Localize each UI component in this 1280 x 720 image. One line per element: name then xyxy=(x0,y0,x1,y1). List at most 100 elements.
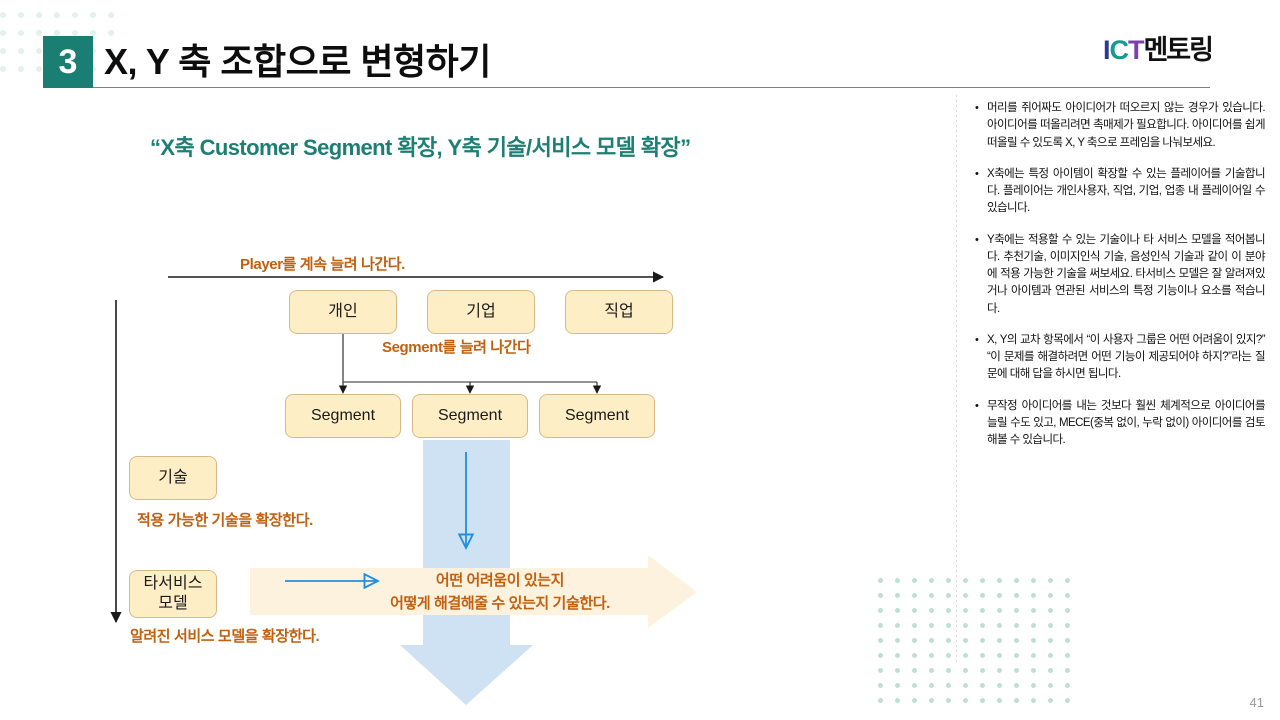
y-box-technology-label: 기술 xyxy=(158,469,188,486)
decorative-dot xyxy=(1065,653,1070,658)
logo-letter-c: C xyxy=(1109,35,1128,65)
y-box-other-service-model[interactable]: 타서비스 모델 xyxy=(129,570,217,618)
page-title: X, Y 축 조합으로 변형하기 xyxy=(104,41,491,82)
decorative-dot xyxy=(997,638,1002,643)
decorative-dot xyxy=(980,623,985,628)
decorative-dot xyxy=(1014,623,1019,628)
decorative-dot xyxy=(980,638,985,643)
decorative-dot xyxy=(1048,593,1053,598)
decorative-dot xyxy=(963,698,968,703)
decorative-dot xyxy=(997,668,1002,673)
player-box-2[interactable]: 기업 xyxy=(427,290,535,334)
player-box-3[interactable]: 직업 xyxy=(565,290,673,334)
decorative-dot xyxy=(1031,608,1036,613)
header-divider-rule xyxy=(93,87,1210,88)
note-item: Y축에는 적용할 수 있는 기술이나 타 서비스 모델을 적어봅니다. 추천기술… xyxy=(975,232,1266,318)
decorative-dot xyxy=(1014,608,1019,613)
logo-letter-i: I xyxy=(1102,35,1110,65)
decorative-dot xyxy=(997,698,1002,703)
decorative-dot xyxy=(997,653,1002,658)
page-number: 41 xyxy=(1249,695,1264,710)
decorative-dot xyxy=(1031,578,1036,583)
decorative-dot xyxy=(1065,578,1070,583)
decorative-dot xyxy=(1031,683,1036,688)
decorative-dot xyxy=(963,608,968,613)
decorative-dot xyxy=(1048,683,1053,688)
decorative-dot xyxy=(1048,668,1053,673)
decorative-dot xyxy=(963,668,968,673)
cross-caption-line-2: 어떻게 해결해줄 수 있는지 기술한다. xyxy=(390,594,610,612)
y-box-technology[interactable]: 기술 xyxy=(129,456,217,500)
decorative-dot xyxy=(1065,668,1070,673)
note-item: 무작정 아이디어를 내는 것보다 훨씬 체계적으로 아이디어를 늘릴 수도 있고… xyxy=(975,398,1266,450)
segment-box-1[interactable]: Segment xyxy=(285,394,401,438)
decorative-dot xyxy=(963,638,968,643)
decorative-dot xyxy=(997,593,1002,598)
panel-divider xyxy=(956,95,957,665)
decorative-dot xyxy=(1065,593,1070,598)
decorative-dot xyxy=(1048,653,1053,658)
y-caption-technology: 적용 가능한 기술을 확장한다. xyxy=(137,512,313,529)
decorative-dot xyxy=(980,593,985,598)
decorative-dot xyxy=(980,653,985,658)
decorative-dot xyxy=(1031,623,1036,628)
decorative-dot xyxy=(1048,698,1053,703)
decorative-dot xyxy=(963,593,968,598)
player-box-3-label: 직업 xyxy=(604,303,634,320)
decorative-dot xyxy=(997,683,1002,688)
decorative-dot xyxy=(1065,608,1070,613)
decorative-dot xyxy=(980,668,985,673)
decorative-dot xyxy=(963,683,968,688)
decorative-dot xyxy=(980,683,985,688)
segment-box-3[interactable]: Segment xyxy=(539,394,655,438)
diagram-area: Player를 계속 늘려 나간다. Segment를 늘려 나간다 개인 기업… xyxy=(110,256,697,705)
decorative-dot xyxy=(1031,653,1036,658)
player-box-1[interactable]: 개인 xyxy=(289,290,397,334)
decorative-dot xyxy=(1014,593,1019,598)
decorative-dot xyxy=(1065,683,1070,688)
note-item: X, Y의 교차 항목에서 “이 사용자 그룹은 어떤 어려움이 있지?” “이… xyxy=(975,332,1266,384)
decorative-dot xyxy=(1031,668,1036,673)
decorative-dot xyxy=(1031,593,1036,598)
note-item: 머리를 쥐어짜도 아이디어가 떠오르지 않는 경우가 있습니다. 아이디어를 떠… xyxy=(975,100,1266,152)
note-item: X축에는 특정 아이템이 확장할 수 있는 플레이어를 기술합니다. 플레이어는… xyxy=(975,166,1266,218)
section-number-badge: 3 xyxy=(43,36,93,88)
decorative-dot xyxy=(980,698,985,703)
segment-caption: Segment를 늘려 나간다 xyxy=(382,339,531,356)
decorative-dot xyxy=(997,578,1002,583)
decorative-dot xyxy=(1031,638,1036,643)
y-caption-service-model: 알려진 서비스 모델을 확장한다. xyxy=(130,628,320,645)
decorative-dot xyxy=(1048,638,1053,643)
ict-mentoring-logo: ICT멘토링 xyxy=(1102,28,1214,67)
y-box-other-service-model-label: 타서비스 모델 xyxy=(143,575,203,612)
diagram-vector-layer xyxy=(110,271,697,705)
decorative-dot xyxy=(963,578,968,583)
decorative-dot xyxy=(963,653,968,658)
decorative-dot xyxy=(1014,638,1019,643)
segment-box-2[interactable]: Segment xyxy=(412,394,528,438)
player-box-1-label: 개인 xyxy=(328,303,358,320)
x-axis-caption: Player를 계속 늘려 나간다. xyxy=(240,256,405,273)
decorative-dot xyxy=(1048,608,1053,613)
decorative-dot xyxy=(1065,623,1070,628)
logo-letter-t: T xyxy=(1127,35,1144,65)
decorative-dot xyxy=(1031,698,1036,703)
decorative-dot xyxy=(1065,638,1070,643)
decorative-dot xyxy=(980,578,985,583)
decorative-dot xyxy=(997,608,1002,613)
slide-subtitle: “X축 Customer Segment 확장, Y축 기술/서비스 모델 확장… xyxy=(150,135,691,160)
decorative-dot xyxy=(1048,578,1053,583)
segment-box-1-label: Segment xyxy=(310,407,376,424)
segment-box-3-label: Segment xyxy=(564,407,630,424)
decorative-dot xyxy=(1048,623,1053,628)
decorative-dot xyxy=(997,623,1002,628)
decorative-dot xyxy=(1065,698,1070,703)
decorative-dot xyxy=(1014,698,1019,703)
logo-text-korean: 멘토링 xyxy=(1143,35,1214,65)
decorative-dot xyxy=(963,623,968,628)
player-box-2-label: 기업 xyxy=(466,303,496,320)
cream-right-block-arrow xyxy=(250,555,697,628)
decorative-dot xyxy=(1014,668,1019,673)
notes-panel: 머리를 쥐어짜도 아이디어가 떠오르지 않는 경우가 있습니다. 아이디어를 떠… xyxy=(975,100,1266,463)
